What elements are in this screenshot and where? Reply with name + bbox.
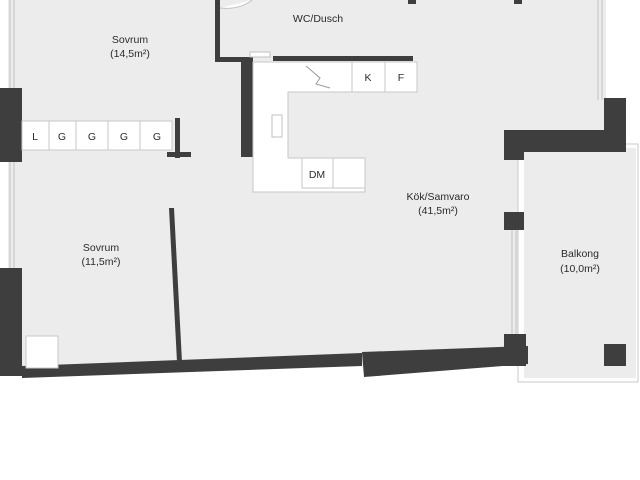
sink-mark: [271, 114, 283, 138]
wardrobe-unit: [107, 120, 141, 151]
wardrobe-label: G: [120, 131, 128, 143]
kitchen-unit: [332, 157, 366, 189]
wardrobe-label: G: [153, 131, 161, 143]
room-area-kok: (41,5m²): [418, 205, 458, 217]
room-area-balkong: (10,0m²): [560, 263, 600, 275]
balcony-floor: [524, 148, 636, 378]
room-area-sovrum-2: (11,5m²): [82, 256, 121, 268]
wardrobe-unit: [21, 120, 50, 151]
kitchen-label-dm: DM: [309, 169, 325, 181]
kitchen-label-k: K: [364, 72, 371, 84]
bedroom-fixture: [25, 335, 59, 369]
stove-mark: [305, 65, 331, 89]
wardrobe-unit: [75, 120, 109, 151]
kitchen-unit-f: [384, 61, 418, 93]
kitchen-label-f: F: [398, 72, 404, 84]
wardrobe-row: L G G G G: [21, 120, 173, 151]
windows: [9, 0, 603, 336]
balcony-post: [604, 344, 626, 366]
wardrobe-label: G: [88, 131, 96, 143]
wc-sink: [249, 51, 271, 58]
room-name-kok: Kök/Samvaro: [406, 191, 469, 203]
door-swing: [219, 0, 253, 9]
kitchen-unit-k: [351, 61, 386, 93]
wardrobe-label: G: [58, 131, 66, 143]
room-name-sovrum-2: Sovrum: [83, 242, 119, 254]
room-area-sovrum-1: (14,5m²): [110, 48, 150, 60]
walls: [0, 0, 626, 378]
kitchen-counter: K F DM: [252, 61, 418, 193]
wardrobe-label: L: [32, 131, 38, 143]
room-name-balkong: Balkong: [561, 248, 599, 260]
room-name-sovrum-1: Sovrum: [112, 34, 148, 46]
room-name-wc: WC/Dusch: [293, 13, 343, 25]
wardrobe-unit: [139, 120, 173, 151]
